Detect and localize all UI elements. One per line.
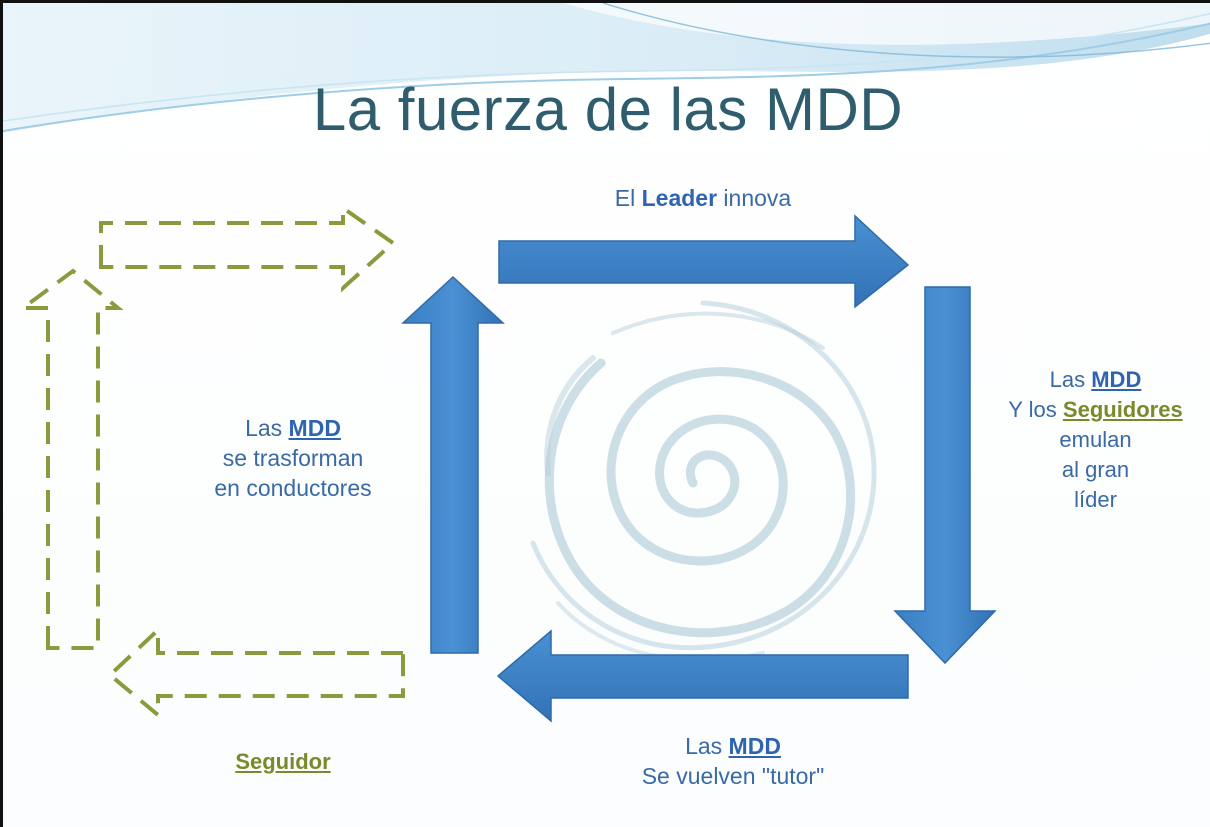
- label-text: Y los: [1008, 397, 1063, 422]
- swirl-icon: [530, 300, 877, 663]
- label-strong: MDD: [288, 415, 341, 441]
- label-strong: Seguidores: [1062, 397, 1183, 422]
- label-line: emulan: [1059, 427, 1132, 452]
- label-mdd-tutor: Las MDD Se vuelven "tutor": [543, 731, 923, 791]
- label-line: Se vuelven "tutor": [641, 763, 825, 789]
- arrow-left-bottom: [496, 629, 909, 723]
- dashed-arrow-left: [106, 625, 405, 720]
- arrow-up-left: [401, 275, 505, 654]
- label-mdd-conductores: Las MDD se trasforman en conductores: [173, 413, 413, 503]
- label-line: Las MDD: [543, 731, 923, 761]
- label-strong: Leader: [641, 185, 718, 211]
- label-text: Las: [685, 733, 729, 759]
- dashed-arrow-right: [99, 204, 397, 293]
- arrow-right-top: [498, 214, 910, 309]
- page-title: La fuerza de las MDD: [312, 76, 904, 143]
- slide-artwork: [3, 3, 1210, 723]
- label-strong: MDD: [1091, 367, 1142, 392]
- label-text: Las: [245, 415, 289, 441]
- label-seguidor: Seguidor: [183, 747, 383, 777]
- label-mdd-seguidores: Las MDD Y los Seguidores emulan al gran …: [978, 365, 1210, 515]
- label-line: Y los Seguidores: [978, 395, 1210, 425]
- dashed-arrow-up: [16, 268, 124, 650]
- label-strong: MDD: [728, 733, 781, 759]
- label-line: líder: [1074, 487, 1117, 512]
- follower-dashed-arrows: [16, 204, 405, 720]
- header-wave: [3, 3, 1210, 133]
- label-line: al gran: [1061, 457, 1130, 482]
- label-text: El: [614, 185, 642, 211]
- label-line: Las MDD: [173, 413, 413, 443]
- label-strong: Seguidor: [235, 749, 331, 774]
- label-line: en conductores: [214, 475, 372, 501]
- label-line: Las MDD: [978, 365, 1210, 395]
- label-text: Las: [1049, 367, 1092, 392]
- label-text: innova: [717, 185, 792, 211]
- label-leader-innova: El Leader innova: [523, 183, 883, 213]
- label-line: se trasforman: [222, 445, 364, 471]
- arrow-down-right: [893, 286, 997, 665]
